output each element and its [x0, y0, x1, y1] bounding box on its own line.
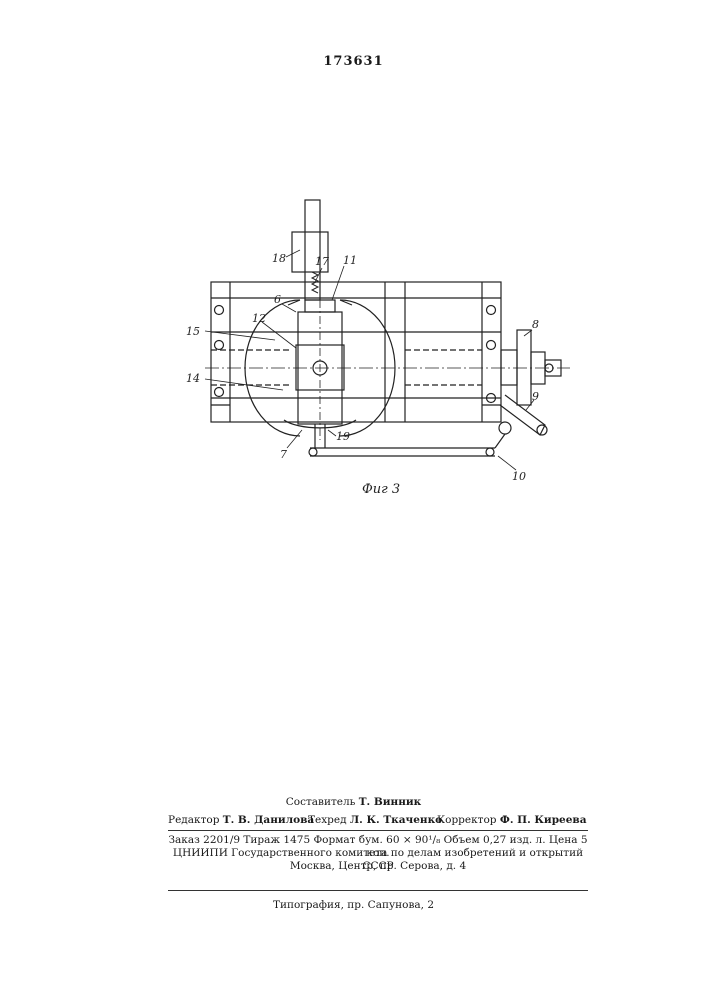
corrector-name: Ф. П. Киреева [500, 814, 587, 826]
printing-house-line: Типография, пр. Сапунова, 2 [0, 899, 707, 911]
editor-name: Т. В. Данилова [223, 814, 314, 826]
label-8: 8 [532, 318, 539, 331]
label-11: 11 [343, 254, 357, 267]
label-15: 15 [186, 325, 200, 338]
label-17: 17 [315, 255, 329, 268]
compiler-line: Составитель Т. Винник [0, 796, 707, 808]
corrector-label: Корректор [437, 814, 497, 826]
editor-credit: Редактор Т. В. Данилова [168, 814, 314, 826]
footer-rule-bottom [168, 890, 588, 891]
compiler-label: Составитель [286, 796, 356, 808]
label-12: 12 [252, 312, 266, 325]
label-7: 7 [280, 448, 287, 461]
label-14: 14 [186, 372, 200, 385]
label-18: 18 [272, 252, 286, 265]
footer-rule-top [168, 830, 588, 831]
techred-name: Л. К. Ткаченко [350, 814, 442, 826]
techred-label: Техред [308, 814, 347, 826]
corrector-credit: Корректор Ф. П. Киреева [437, 814, 587, 826]
address-line: Москва, Центр, пр. Серова, д. 4 [168, 860, 588, 873]
label-9: 9 [532, 390, 539, 403]
editor-label: Редактор [168, 814, 219, 826]
figure-caption: Фиг 3 [362, 482, 400, 497]
compiler-name: Т. Винник [359, 796, 422, 808]
techred-credit: Техред Л. К. Ткаченко [308, 814, 442, 826]
label-6: 6 [274, 293, 281, 306]
label-10: 10 [512, 470, 526, 483]
label-19: 19 [336, 430, 350, 443]
